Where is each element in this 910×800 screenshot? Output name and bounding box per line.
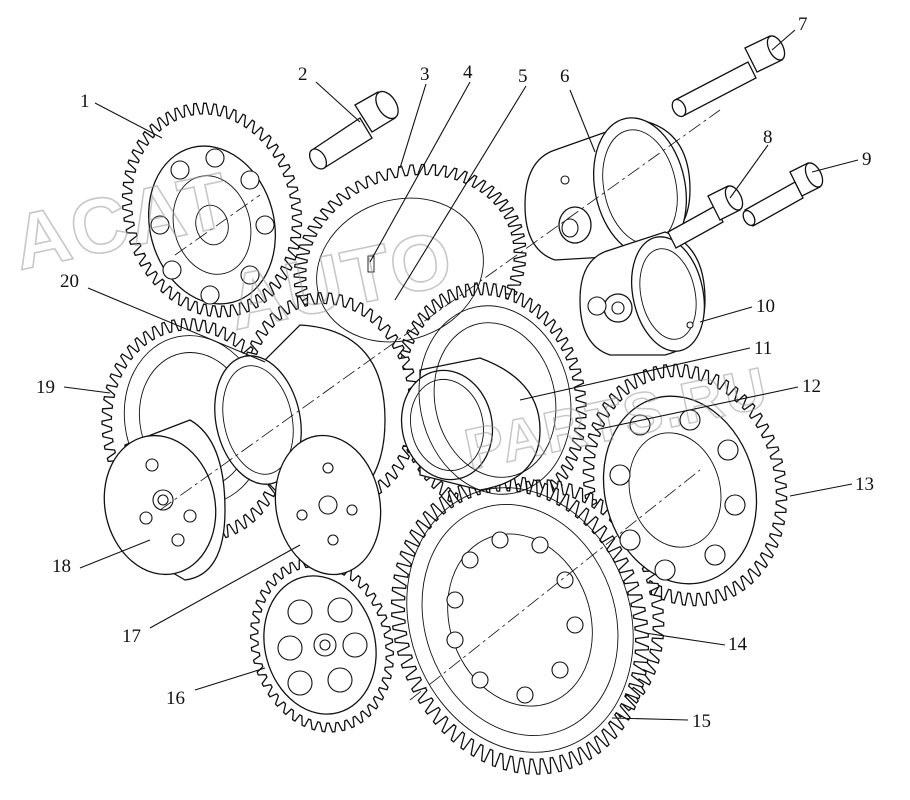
callout-13: 13	[789, 474, 874, 497]
callout-6-label: 6	[560, 66, 570, 87]
callout-6: 6	[560, 66, 596, 153]
callout-8: 8	[729, 127, 773, 199]
part-15-ring-gear	[406, 487, 634, 753]
callout-4-label: 4	[463, 62, 473, 83]
callout-16: 16	[166, 667, 266, 709]
callout-14: 14	[644, 632, 748, 655]
part-1-gear-hub	[147, 145, 277, 305]
callout-12-label: 12	[802, 376, 821, 397]
parts-layer	[103, 35, 824, 753]
axis-line-left	[174, 194, 261, 256]
callout-10: 10	[699, 296, 775, 323]
axis-line-lower	[409, 469, 701, 701]
callout-2: 2	[298, 64, 361, 123]
callout-4: 4	[369, 62, 473, 263]
part-17-plate	[274, 434, 382, 576]
callout-18-label: 18	[52, 556, 71, 577]
callout-layer: 1 2 3 4 5 6 7 8	[36, 14, 874, 732]
callout-7: 7	[771, 14, 808, 51]
callout-7-label: 7	[798, 14, 808, 35]
part-3-idler-hub	[316, 197, 484, 343]
callout-13-label: 13	[855, 474, 874, 495]
callout-17: 17	[122, 544, 301, 647]
callout-14-label: 14	[728, 634, 748, 655]
callout-3-label: 3	[420, 64, 430, 85]
callout-20-label: 20	[60, 271, 79, 292]
part-12-gear-hub	[602, 395, 758, 585]
callout-5: 5	[394, 66, 528, 301]
callout-8-label: 8	[763, 127, 773, 148]
callout-3: 3	[399, 64, 430, 169]
part-7-long-bolt	[671, 35, 786, 118]
axis-line-upper	[159, 109, 721, 511]
callout-12: 12	[594, 376, 821, 431]
callout-17-label: 17	[122, 626, 141, 647]
callout-20: 20	[60, 271, 266, 363]
part-10-housing	[579, 231, 706, 356]
callout-19: 19	[36, 377, 111, 398]
callout-19-label: 19	[36, 377, 55, 398]
callout-10-label: 10	[756, 296, 775, 317]
callout-15-label: 15	[692, 711, 711, 732]
callout-9: 9	[811, 149, 872, 173]
callout-9-label: 9	[862, 149, 872, 170]
part-2-bolt	[308, 90, 399, 170]
callout-1: 1	[80, 91, 163, 139]
callout-15: 15	[611, 711, 711, 732]
gear-outline-15	[390, 475, 650, 775]
callout-1-label: 1	[80, 91, 90, 112]
callout-5-label: 5	[518, 66, 528, 87]
part-9-bolt	[742, 162, 824, 227]
callout-11-label: 11	[754, 338, 772, 359]
callout-2-label: 2	[298, 64, 308, 85]
callout-18: 18	[52, 539, 151, 577]
part-11-bushing	[400, 357, 541, 491]
callout-11: 11	[519, 338, 772, 401]
part-5-hub-ring	[418, 305, 572, 495]
part-16-small-gear	[263, 575, 377, 715]
callout-16-label: 16	[166, 688, 185, 709]
part-18-plate	[103, 419, 226, 581]
